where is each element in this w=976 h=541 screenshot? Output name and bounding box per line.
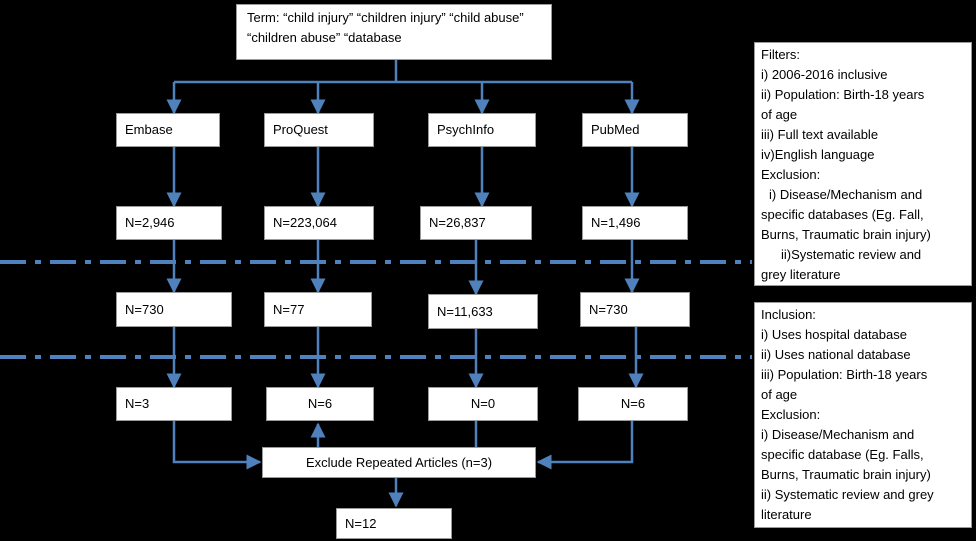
count-box-stage2-psychinfo: N=11,633 — [428, 294, 538, 329]
count-box-stage1-proquest: N=223,064 — [264, 206, 374, 240]
inclusion-line: i) Disease/Mechanism and — [761, 427, 915, 442]
count-value: N=730 — [589, 301, 628, 317]
count-value: N=6 — [620, 396, 646, 411]
count-box-stage3-embase: N=3 — [116, 387, 232, 421]
inclusion-line: ii) Systematic review and grey — [761, 487, 934, 502]
database-label: PsychInfo — [437, 122, 495, 137]
count-box-stage2-embase: N=730 — [116, 292, 232, 327]
filters-line: ii)Systematic review and — [781, 247, 922, 262]
inclusion-line: Inclusion: — [761, 307, 816, 322]
inclusion-line: i) Uses hospital database — [761, 327, 907, 342]
inclusion-line: literature — [761, 507, 812, 522]
count-value: N=6 — [307, 396, 333, 411]
arrow-s3-exc-1 — [172, 421, 262, 470]
count-value: N=730 — [125, 301, 164, 317]
database-label: PubMed — [591, 122, 640, 137]
search-term-text: Term: “child injury” “children injury” “… — [247, 10, 524, 45]
filters-panel: Filters: i) 2006-2016 inclusive ii) Popu… — [754, 42, 972, 286]
inclusion-line: specific database (Eg. Falls, — [761, 447, 924, 462]
count-box-stage2-pubmed: N=730 — [580, 292, 690, 327]
inclusion-line: of age — [761, 387, 798, 402]
count-value: N=77 — [273, 301, 305, 317]
count-value: N=223,064 — [273, 215, 337, 230]
count-box-stage1-psychinfo: N=26,837 — [420, 206, 532, 240]
filters-line: i) 2006-2016 inclusive — [761, 67, 888, 82]
inclusion-panel: Inclusion: i) Uses hospital database ii)… — [754, 302, 972, 528]
inclusion-line: Exclusion: — [761, 407, 821, 422]
final-count-value: N=12 — [345, 515, 377, 531]
count-value: N=11,633 — [437, 303, 493, 319]
filters-line: ii) Population: Birth-18 years — [761, 87, 925, 102]
filters-line: Filters: — [761, 47, 800, 62]
count-value: N=3 — [125, 396, 150, 411]
inclusion-line: ii) Uses national database — [761, 347, 911, 362]
inclusion-line: Burns, Traumatic brain injury) — [761, 467, 931, 482]
count-value: N=2,946 — [125, 215, 175, 230]
filters-line: iv)English language — [761, 147, 875, 162]
final-count-box: N=12 — [336, 508, 452, 539]
count-value: N=26,837 — [429, 215, 486, 230]
filters-line: grey literature — [761, 267, 841, 282]
filters-line: Burns, Traumatic brain injury) — [761, 227, 931, 242]
database-label: Embase — [125, 122, 173, 137]
search-term-box: Term: “child injury” “children injury” “… — [236, 4, 552, 60]
count-box-stage1-embase: N=2,946 — [116, 206, 222, 240]
filters-line: of age — [761, 107, 798, 122]
filters-line: i) Disease/Mechanism and — [769, 187, 923, 202]
count-box-stage2-proquest: N=77 — [264, 292, 372, 327]
filters-line: iii) Full text available — [761, 127, 879, 142]
exclude-repeated-label: Exclude Repeated Articles (n=3) — [305, 454, 493, 470]
count-value: N=1,496 — [591, 215, 641, 230]
count-value: N=0 — [470, 396, 496, 411]
database-box-proquest: ProQuest — [264, 113, 374, 147]
count-box-stage3-psychinfo: N=0 — [428, 387, 538, 421]
filters-line: specific databases (Eg. Fall, — [761, 207, 924, 222]
database-box-pubmed: PubMed — [582, 113, 688, 147]
database-box-embase: Embase — [116, 113, 220, 147]
filters-line: Exclusion: — [761, 167, 821, 182]
database-label: ProQuest — [273, 122, 328, 137]
database-box-psychinfo: PsychInfo — [428, 113, 536, 147]
count-box-stage3-pubmed: N=6 — [578, 387, 688, 421]
inclusion-line: iii) Population: Birth-18 years — [761, 367, 928, 382]
exclude-repeated-box: Exclude Repeated Articles (n=3) — [262, 447, 536, 478]
count-box-stage1-pubmed: N=1,496 — [582, 206, 688, 240]
arrow-s3-exc-4 — [536, 421, 634, 470]
count-box-stage3-proquest: N=6 — [266, 387, 374, 421]
